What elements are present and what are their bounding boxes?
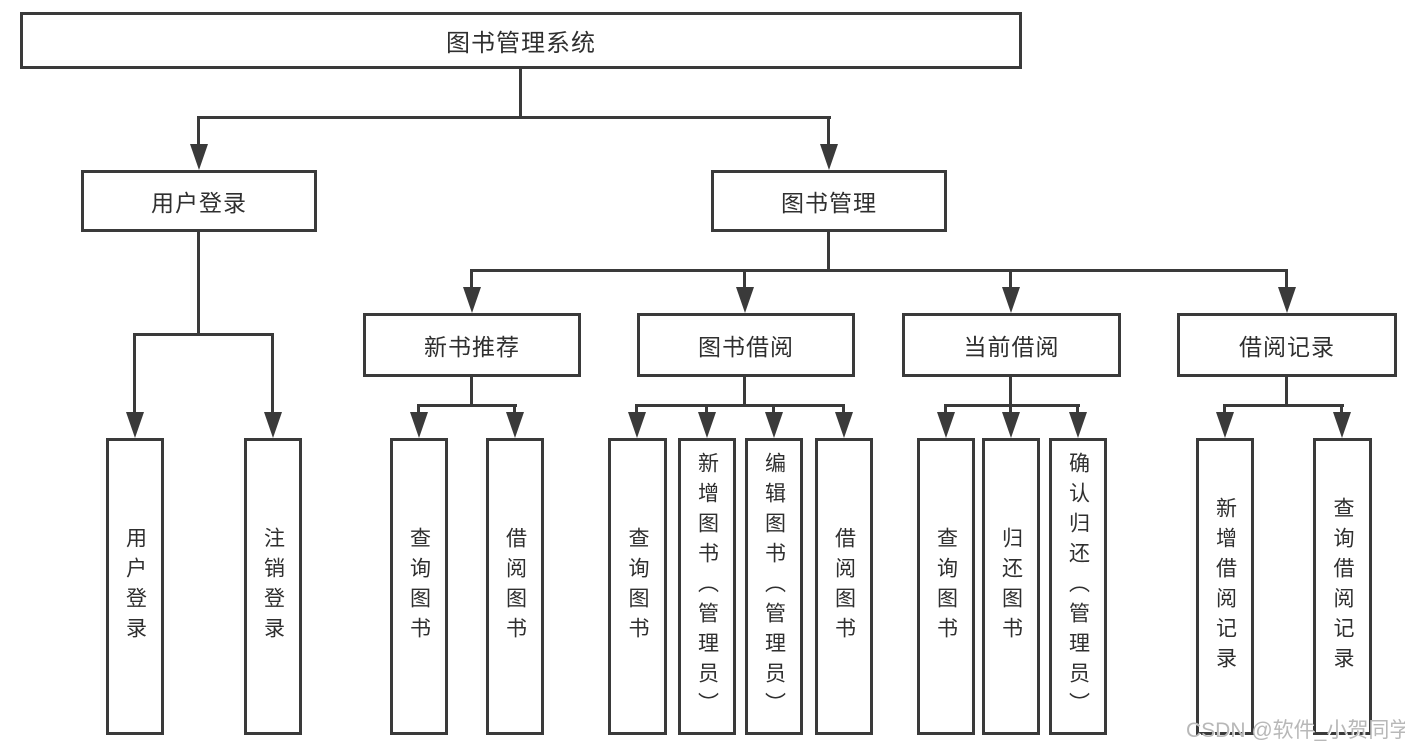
connector-line [271,333,274,413]
node-leaf-borrowing-borrow-book: 借阅图书 [815,438,873,735]
arrowhead-down-icon [736,287,754,313]
arrowhead-down-icon [410,412,428,438]
connector-line [197,232,200,336]
node-book-management: 图书管理 [711,170,947,232]
arrowhead-down-icon [937,412,955,438]
arrowhead-down-icon [1069,412,1087,438]
node-leaf-return-book-label: 归还图书 [999,526,1023,647]
node-leaf-borrowing-query-book-label: 查询图书 [626,526,649,647]
arrowhead-down-icon [835,412,853,438]
arrowhead-down-icon [1333,412,1351,438]
node-book-management-label: 图书管理 [781,190,877,216]
node-leaf-current-query-book-label: 查询图书 [934,526,958,647]
node-current-borrowing: 当前借阅 [902,313,1121,377]
connector-line [519,68,522,118]
node-leaf-borrowing-borrow-book-label: 借阅图书 [832,526,856,647]
node-new-book-recommend-label: 新书推荐 [424,334,520,360]
node-current-borrowing-label: 当前借阅 [963,334,1060,360]
connector-line [417,404,420,414]
connector-line [197,116,831,119]
connector-line [133,333,274,336]
connector-line [470,269,473,289]
node-leaf-return-book: 归还图书 [982,438,1040,735]
connector-line [944,404,1080,407]
node-leaf-add-book-admin-label: 新增图书（管理员） [695,451,719,722]
connector-line [827,232,830,272]
node-user-login: 用户登录 [81,170,317,232]
connector-line [1285,269,1288,289]
connector-line [1009,404,1012,414]
node-leaf-add-borrow-record: 新增借阅记录 [1196,438,1254,735]
arrowhead-down-icon [628,412,646,438]
connector-line [1076,404,1079,414]
node-leaf-add-book-admin: 新增图书（管理员） [678,438,736,735]
csdn-watermark: CSDN @软件_小贺同学 [1186,719,1405,742]
node-leaf-edit-book-admin-label: 编辑图书（管理员） [762,451,786,722]
node-library-management-system-label: 图书管理系统 [446,30,596,57]
connector-line [772,404,775,414]
node-leaf-logout: 注销登录 [244,438,302,735]
node-leaf-current-query-book: 查询图书 [917,438,975,735]
connector-line [1223,404,1226,414]
node-leaf-user-login-label: 用户登录 [123,526,147,647]
connector-line [470,269,1288,272]
connector-line [827,116,830,146]
node-leaf-recommend-borrow-book: 借阅图书 [486,438,544,735]
connector-line [842,404,845,414]
connector-line [944,404,947,414]
arrowhead-down-icon [506,412,524,438]
node-borrowing-records: 借阅记录 [1177,313,1397,377]
node-book-borrowing: 图书借阅 [637,313,855,377]
arrowhead-down-icon [820,144,838,170]
arrowhead-down-icon [463,287,481,313]
connector-line [133,333,136,413]
connector-line [1009,377,1012,406]
node-leaf-borrowing-query-book: 查询图书 [608,438,667,735]
node-leaf-logout-label: 注销登录 [261,526,285,647]
connector-line [743,377,746,406]
arrowhead-down-icon [190,144,208,170]
arrowhead-down-icon [264,412,282,438]
arrowhead-down-icon [1002,287,1020,313]
connector-line [1285,377,1288,406]
arrowhead-down-icon [1002,412,1020,438]
connector-line [470,377,473,406]
connector-line [705,404,708,414]
connector-line [1223,404,1344,407]
arrowhead-down-icon [126,412,144,438]
connector-line [1340,404,1343,414]
node-library-management-system: 图书管理系统 [20,12,1022,69]
node-leaf-query-borrow-record-label: 查询借阅记录 [1331,496,1354,677]
node-book-borrowing-label: 图书借阅 [698,334,794,360]
connector-line [743,269,746,289]
connector-line [1009,269,1012,289]
connector-line [513,404,516,414]
node-leaf-user-login: 用户登录 [106,438,164,735]
connector-line [635,404,845,407]
arrowhead-down-icon [698,412,716,438]
arrowhead-down-icon [1216,412,1234,438]
node-leaf-recommend-query-book: 查询图书 [390,438,448,735]
node-leaf-add-borrow-record-label: 新增借阅记录 [1213,496,1237,677]
node-leaf-confirm-return-admin-label: 确认归还（管理员） [1066,451,1090,722]
node-leaf-recommend-borrow-book-label: 借阅图书 [503,526,527,647]
connector-line [417,404,517,407]
arrowhead-down-icon [1278,287,1296,313]
node-borrowing-records-label: 借阅记录 [1239,334,1335,360]
node-leaf-edit-book-admin: 编辑图书（管理员） [745,438,803,735]
node-leaf-confirm-return-admin: 确认归还（管理员） [1049,438,1107,735]
node-leaf-recommend-query-book-label: 查询图书 [407,526,431,647]
node-new-book-recommend: 新书推荐 [363,313,581,377]
connector-line [635,404,638,414]
connector-line [197,116,200,146]
node-leaf-query-borrow-record: 查询借阅记录 [1313,438,1372,735]
node-user-login-label: 用户登录 [151,190,247,216]
arrowhead-down-icon [765,412,783,438]
